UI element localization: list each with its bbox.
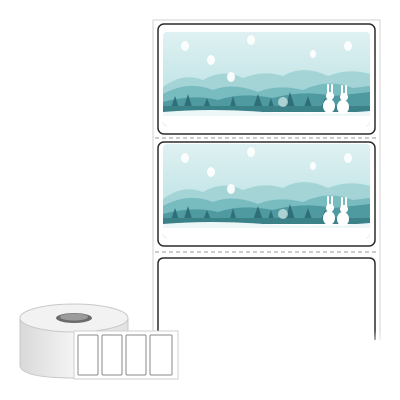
label-2 bbox=[157, 141, 376, 247]
label-strip bbox=[150, 19, 390, 350]
label-roll-icon bbox=[19, 303, 179, 380]
label-empty bbox=[157, 257, 376, 340]
label-1 bbox=[157, 23, 376, 135]
